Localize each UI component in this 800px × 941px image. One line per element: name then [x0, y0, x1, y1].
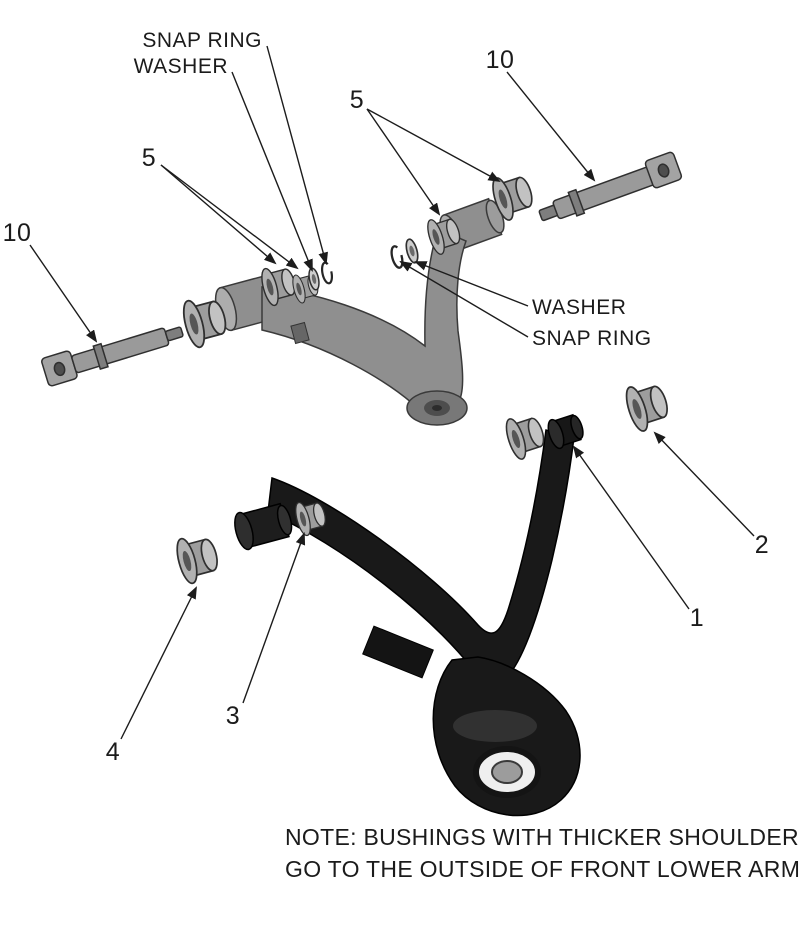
label-callout-1: 1 [690, 604, 704, 632]
washer-mid-right [403, 237, 421, 265]
shaft-collar [92, 342, 109, 370]
label-snap-ring-top: SNAP RING [142, 29, 262, 52]
leader-five-left-a [160, 164, 277, 265]
shaft-paddle-hole [53, 361, 66, 377]
label-callout-10-left: 10 [3, 219, 32, 247]
label-callout-10-right: 10 [486, 46, 515, 74]
leader-washer-mid [414, 261, 529, 307]
leader-snap-ring-mid [399, 260, 529, 338]
leader-five-left-b [160, 164, 299, 270]
leader-snap-ring-top [266, 45, 328, 266]
leader-one [572, 445, 690, 610]
shaft-paddle-hole [657, 163, 670, 178]
label-callout-5-left: 5 [142, 144, 156, 172]
lower-control-arm [234, 413, 584, 817]
label-callout-3: 3 [226, 702, 240, 730]
pivot-shaft-right [538, 151, 683, 222]
bushing-lower-rear-inner-1 [501, 409, 550, 463]
leader-four [120, 586, 197, 740]
upper-control-arm [214, 197, 505, 426]
shaft-rod [71, 327, 170, 374]
label-snap-ring-mid: SNAP RING [532, 327, 652, 350]
snap-ring-top-left [319, 260, 335, 286]
label-callout-2: 2 [755, 531, 769, 559]
note-line-2: GO TO THE OUTSIDE OF FRONT LOWER ARM. [285, 856, 800, 882]
leader-two [653, 431, 755, 537]
snap-ring-mid-right [388, 243, 406, 271]
label-callout-4: 4 [106, 738, 120, 766]
leader-three [242, 532, 306, 704]
lower-arm-bracket [362, 625, 434, 679]
bushing-lower-rear-outer-2 [621, 377, 674, 435]
upper-arm-bracket [290, 321, 310, 345]
pivot-shaft-left [41, 326, 184, 387]
leader-five-right-a [366, 108, 441, 216]
lower-arm-rear-stud [547, 413, 584, 450]
leader-five-right-b [366, 108, 501, 183]
lower-arm-front-tube [234, 502, 293, 551]
note-line-1: NOTE: BUSHINGS WITH THICKER SHOULDERS [285, 824, 800, 850]
leader-washer-top [231, 71, 313, 272]
label-callout-5-right: 5 [350, 86, 364, 114]
shaft-tip [164, 326, 184, 342]
bushing-lower-front-outer-4 [172, 530, 223, 587]
leader-ten-right [506, 71, 596, 182]
label-washer-mid: WASHER [532, 296, 626, 319]
shaft-collar [567, 188, 586, 217]
label-washer-top: WASHER [134, 55, 228, 78]
upper-arm-body [261, 227, 467, 413]
lower-arm-highlight [453, 710, 537, 742]
leader-ten-left [29, 244, 98, 343]
lower-arm-body [267, 429, 575, 684]
